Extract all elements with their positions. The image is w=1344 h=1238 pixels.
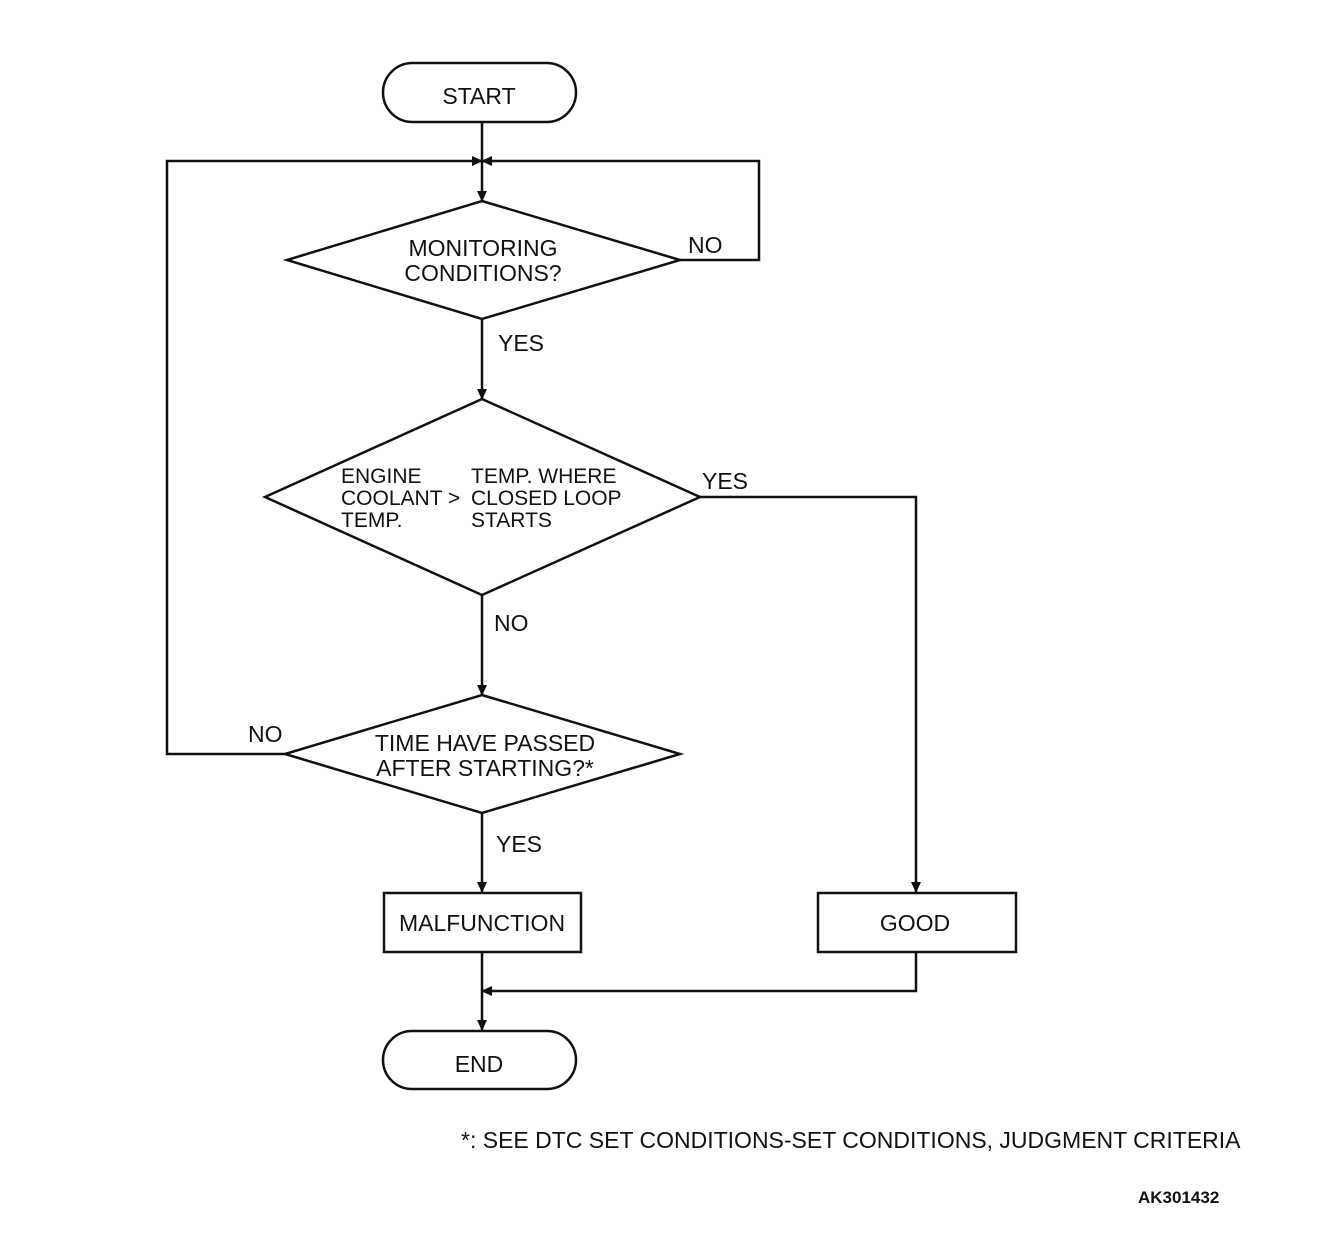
decision-time-passed: TIME HAVE PASSED AFTER STARTING?* — [280, 693, 685, 815]
decision2-right-line3: STARTS — [471, 509, 552, 532]
decision2-left-line1: ENGINE — [341, 465, 422, 488]
connector-monitoring-no-loop — [481, 156, 761, 262]
good-label: GOOD — [880, 910, 950, 936]
decision3-line1: TIME HAVE PASSED — [375, 730, 595, 756]
connector-coolant-yes — [700, 495, 921, 893]
label-d2-no: NO — [494, 610, 529, 636]
end-terminal: END — [381, 1029, 578, 1091]
connector-good-to-end — [481, 952, 918, 996]
start-terminal: START — [381, 61, 578, 124]
footnote: *: SEE DTC SET CONDITIONS-SET CONDITIONS… — [461, 1127, 1241, 1153]
label-d1-no: NO — [688, 232, 723, 258]
decision-monitoring-conditions: MONITORING CONDITIONS? — [282, 199, 685, 321]
figure-id: AK301432 — [1138, 1188, 1219, 1207]
label-d3-yes: YES — [496, 831, 542, 857]
malfunction-label: MALFUNCTION — [399, 910, 565, 936]
decision2-right-line1: TEMP. WHERE — [471, 465, 616, 488]
start-label: START — [442, 83, 515, 109]
decision3-line2: AFTER STARTING?* — [376, 755, 594, 781]
label-d2-yes: YES — [702, 468, 748, 494]
connector-time-no-loop — [165, 156, 483, 756]
decision2-operator: > — [448, 487, 460, 510]
good-box: GOOD — [816, 891, 1018, 954]
decision-coolant-temp: ENGINE COOLANT TEMP. > TEMP. WHERE CLOSE… — [261, 397, 704, 597]
end-label: END — [455, 1051, 504, 1077]
decision2-right-line2: CLOSED LOOP — [471, 487, 622, 510]
decision1-line1: MONITORING — [408, 235, 557, 261]
decision2-left-line2: COOLANT — [341, 487, 443, 510]
decision1-line2: CONDITIONS? — [404, 260, 561, 286]
label-d3-no: NO — [248, 721, 283, 747]
malfunction-box: MALFUNCTION — [382, 891, 583, 954]
label-d1-yes: YES — [498, 330, 544, 356]
decision2-left-line3: TEMP. — [341, 509, 402, 532]
